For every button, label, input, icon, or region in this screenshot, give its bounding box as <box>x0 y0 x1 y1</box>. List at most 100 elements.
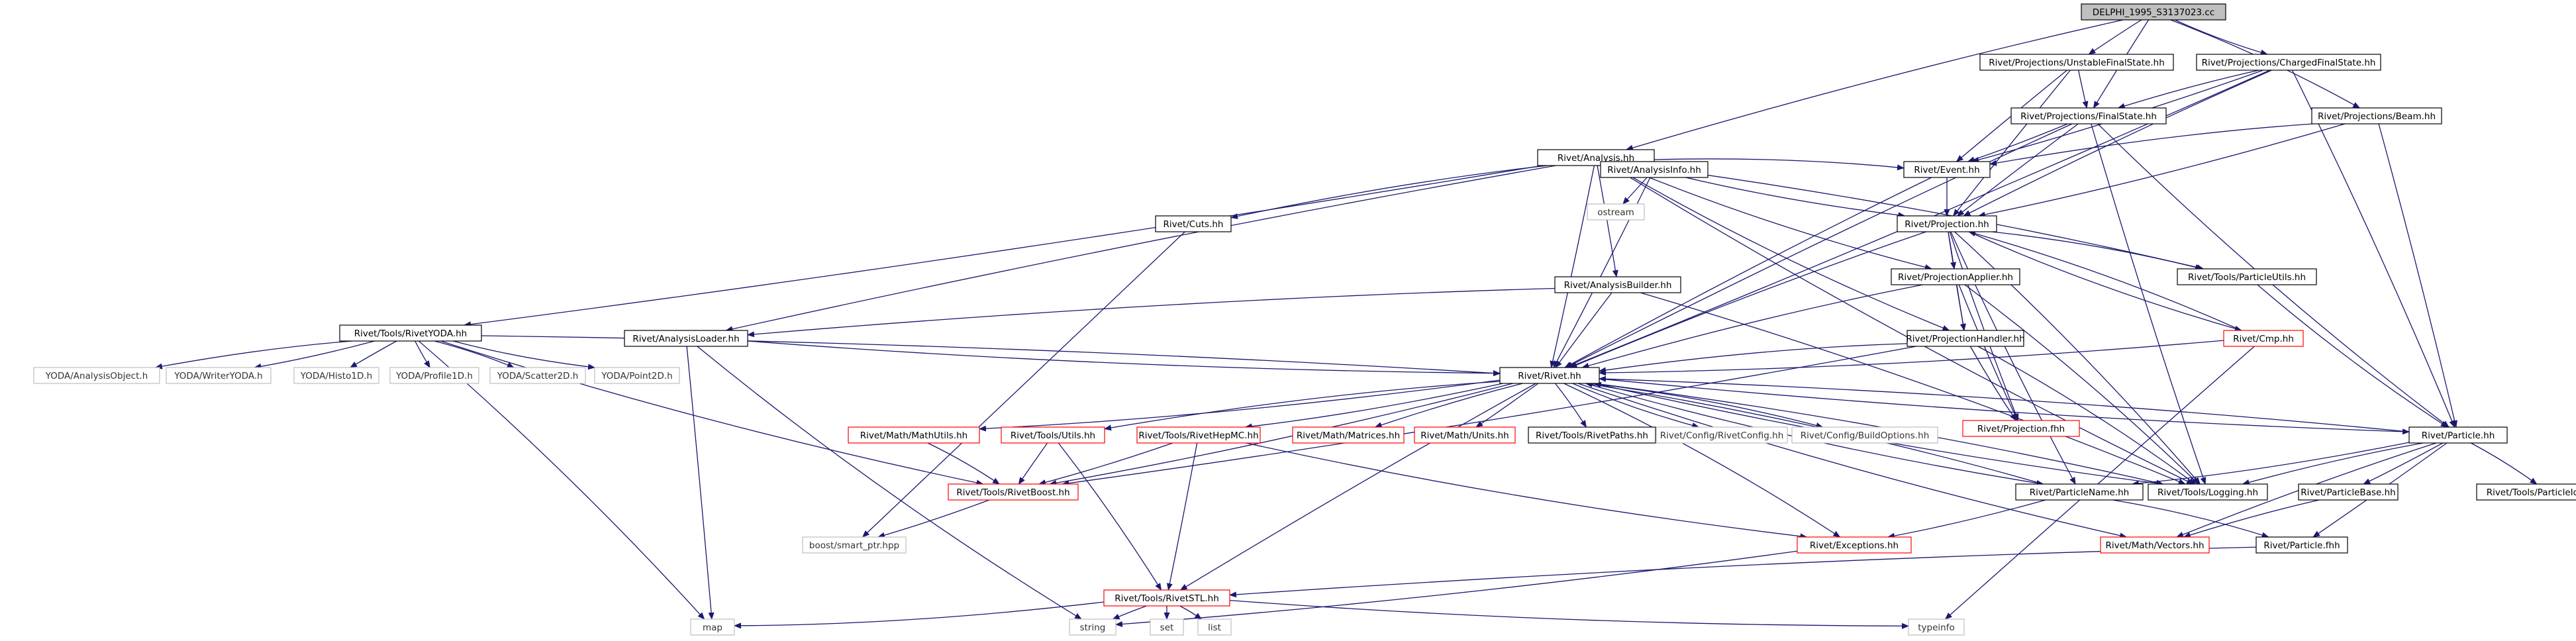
node-abuild[interactable]: Rivet/AnalysisBuilder.hh <box>1554 276 1681 293</box>
edge-abuild-to-logging <box>1640 292 2186 485</box>
node-mathutils[interactable]: Rivet/Math/MathUtils.hh <box>848 426 980 444</box>
node-cmp[interactable]: Rivet/Cmp.hh <box>2223 330 2304 347</box>
edge-rivet-to-units <box>1475 383 1539 428</box>
node-pname[interactable]: Rivet/ParticleName.hh <box>2015 483 2144 501</box>
node-aloader[interactable]: Rivet/AnalysisLoader.hh <box>624 330 748 347</box>
edge-papplier-to-rivet <box>1581 284 1923 369</box>
edge-line <box>1956 123 2079 217</box>
node-pfhh[interactable]: Rivet/Particle.fhh <box>2255 536 2348 554</box>
edge-line <box>1958 284 2018 421</box>
node-box <box>2408 426 2508 444</box>
edge-line <box>1654 158 1905 171</box>
edge-particle-to-logging <box>2242 442 2424 485</box>
node-vectors[interactable]: Rivet/Math/Vectors.hh <box>2100 536 2210 554</box>
node-pbase[interactable]: Rivet/ParticleBase.hh <box>2298 483 2399 501</box>
node-putils[interactable]: Rivet/Tools/ParticleUtils.hh <box>2177 268 2317 285</box>
node-ainfo[interactable]: Rivet/AnalysisInfo.hh <box>1600 161 1709 178</box>
node-box <box>1791 426 1938 444</box>
edge-line <box>734 601 1105 629</box>
edge-pbase-to-vectors <box>2183 499 2320 538</box>
edge-line <box>1229 599 1909 629</box>
edge-rivet-to-rboost <box>1049 383 1513 486</box>
edge-beam-to-proj <box>1977 123 2346 218</box>
node-tutils[interactable]: Rivet/Tools/Utils.hh <box>1001 426 1105 444</box>
node-fs[interactable]: Rivet/Projections/FinalState.hh <box>2010 107 2167 124</box>
node-exceptions[interactable]: Rivet/Exceptions.hh <box>1797 536 1912 554</box>
node-box <box>690 618 735 636</box>
node-pidutils[interactable]: Rivet/Tools/ParticleIdUtils.hh <box>2476 483 2576 501</box>
node-label: Rivet/Math/Vectors.hh <box>2105 540 2204 551</box>
edge-fs-to-proj <box>1956 123 2079 217</box>
node-phandler[interactable]: Rivet/ProjectionHandler.hh <box>1906 330 2025 347</box>
node-beam[interactable]: Rivet/Projections/Beam.hh <box>2311 107 2442 124</box>
node-rboost[interactable]: Rivet/Tools/RivetBoost.hh <box>948 483 1079 501</box>
node-label: YODA/Scatter2D.h <box>497 371 579 381</box>
node-box <box>1103 589 1230 607</box>
node-label: Rivet/Analysis.hh <box>1558 153 1634 164</box>
node-ryoda[interactable]: Rivet/Tools/RivetYODA.hh <box>339 324 482 342</box>
node-matrices[interactable]: Rivet/Math/Matrices.hh <box>1292 426 1405 444</box>
node-papplier[interactable]: Rivet/ProjectionApplier.hh <box>1891 268 2020 285</box>
edge-line <box>1619 165 1932 270</box>
edge-beam-to-particle <box>2378 123 2458 428</box>
node-box <box>1962 420 2080 437</box>
node-bopts: Rivet/Config/BuildOptions.hh <box>1791 426 1938 444</box>
edge-rstl-to-map <box>734 601 1105 629</box>
edge-line <box>1950 231 2076 485</box>
node-box <box>1656 426 1788 444</box>
edge-line <box>1639 165 2204 271</box>
node-proj[interactable]: Rivet/Projection.hh <box>1897 215 1997 232</box>
node-cfs[interactable]: Rivet/Projections/ChargedFinalState.hh <box>2196 54 2381 71</box>
node-label: Rivet/Projections/FinalState.hh <box>2020 111 2157 122</box>
node-list: list <box>1197 618 1232 636</box>
node-root[interactable]: DELPHI_1995_S3137023.cc <box>2081 3 2226 21</box>
node-box <box>1907 330 2024 347</box>
node-box <box>1155 215 1232 232</box>
node-hepmc[interactable]: Rivet/Tools/RivetHepMC.hh <box>1136 426 1261 444</box>
edge-line <box>1179 605 1203 620</box>
node-box <box>2476 483 2576 501</box>
node-smartptr: boost/smart_ptr.hpp <box>802 536 907 554</box>
edge-line <box>1977 346 2196 485</box>
edge-line <box>1599 378 2410 435</box>
node-box <box>389 367 479 384</box>
node-label: Rivet/Particle.fhh <box>2263 540 2340 551</box>
node-label: map <box>703 622 722 633</box>
node-label: typeinfo <box>1918 622 1954 633</box>
node-ufs[interactable]: Rivet/Projections/UnstableFinalState.hh <box>1979 54 2174 71</box>
node-map: map <box>690 618 735 636</box>
edge-line <box>1553 177 1651 368</box>
node-label: Rivet/Tools/ParticleIdUtils.hh <box>2487 487 2576 498</box>
edge-particle-to-pbase <box>2363 442 2444 485</box>
node-box <box>1136 426 1261 444</box>
edge-line <box>1977 123 2346 218</box>
edge-line <box>2131 442 2410 487</box>
edge-phandler-to-projfhh <box>1969 346 2017 421</box>
edge-line <box>2117 70 2259 109</box>
edge-line <box>1599 375 2410 432</box>
node-event[interactable]: Rivet/Event.hh <box>1903 161 1991 178</box>
edge-line <box>434 340 515 368</box>
edge-rstl-to-string <box>1112 605 1147 620</box>
edge-line <box>2174 19 2268 56</box>
node-particle[interactable]: Rivet/Particle.hh <box>2408 426 2508 444</box>
node-projfhh[interactable]: Rivet/Projection.fhh <box>1962 420 2080 437</box>
node-label: Rivet/Tools/ParticleUtils.hh <box>2188 272 2306 283</box>
node-analysis[interactable]: Rivet/Analysis.hh <box>1537 149 1655 166</box>
node-cuts[interactable]: Rivet/Cuts.hh <box>1155 215 1232 232</box>
node-logging[interactable]: Rivet/Tools/Logging.hh <box>2148 483 2268 501</box>
edge-rivet-to-mathutils <box>979 379 1501 432</box>
node-label: Rivet/Tools/Utils.hh <box>1011 430 1095 441</box>
node-units[interactable]: Rivet/Math/Units.hh <box>1414 426 1516 444</box>
edge-line <box>862 231 1185 538</box>
edge-hepmc-to-rboost <box>1038 442 1173 485</box>
node-rpaths[interactable]: Rivet/Tools/RivetPaths.hh <box>1528 426 1656 444</box>
node-rivet[interactable]: Rivet/Rivet.hh <box>1499 367 1600 384</box>
edge-analysis-to-putils <box>1639 165 2204 271</box>
node-rstl[interactable]: Rivet/Tools/RivetSTL.hh <box>1103 589 1230 607</box>
node-box <box>1797 536 1912 554</box>
node-label: Rivet/ProjectionHandler.hh <box>1906 334 2024 344</box>
edge-ufs-to-proj <box>1953 70 2071 217</box>
edge-line <box>1038 442 1173 485</box>
edge-tutils-to-rboost <box>1018 442 1048 485</box>
